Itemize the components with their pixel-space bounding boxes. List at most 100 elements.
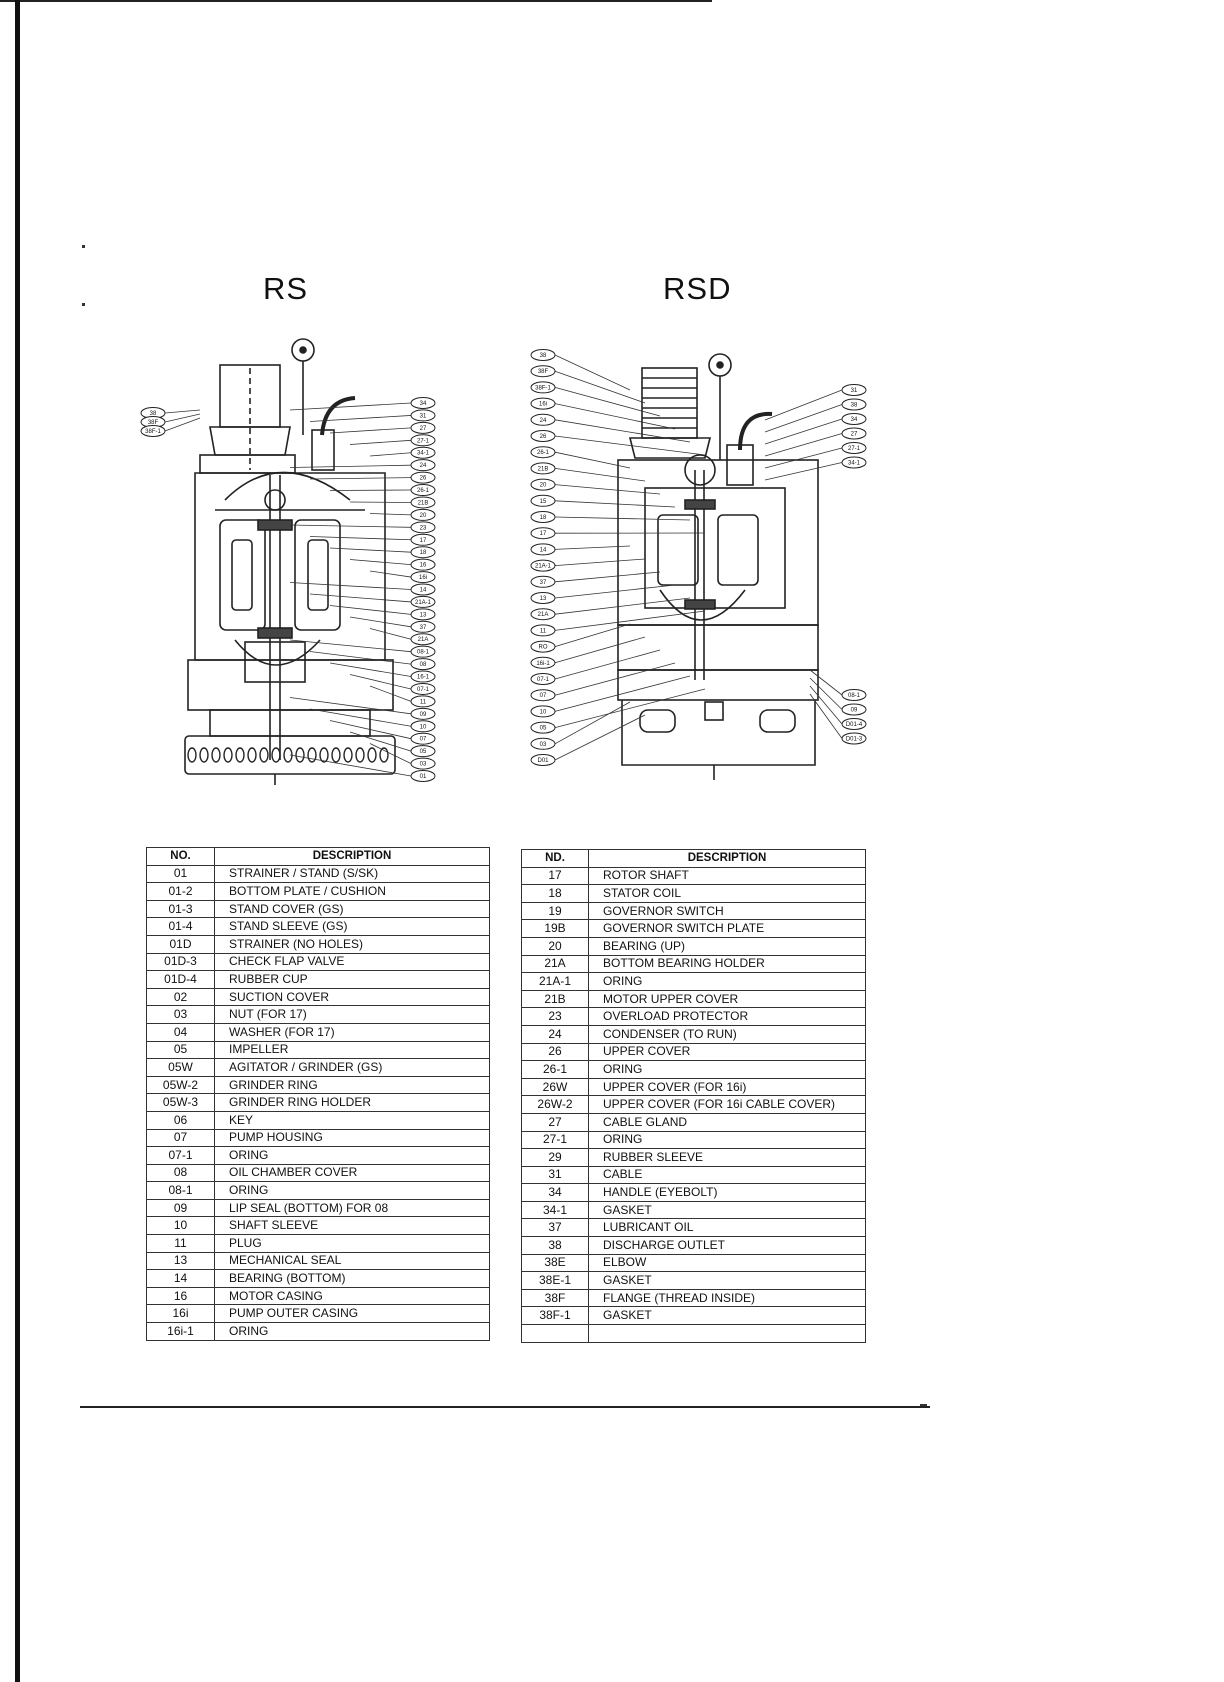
- callout-bubble: [530, 592, 556, 604]
- strainer-hole: [247, 747, 257, 763]
- callout-label: D01: [537, 758, 549, 764]
- callout-bubble: [530, 624, 556, 637]
- part-number-cell: 02: [146, 987, 215, 1007]
- part-description-cell: CHECK FLAP VALVE: [214, 952, 490, 972]
- callout-label: 13: [540, 596, 547, 602]
- part-description-cell: GRINDER RING: [214, 1075, 490, 1095]
- callout-label: 38: [540, 353, 547, 359]
- callout-label: 21B: [418, 500, 429, 506]
- callout-label: D01-4: [846, 722, 863, 728]
- callout-label: 17: [420, 538, 427, 544]
- leader-line: [309, 477, 412, 480]
- part-description-cell: STRAINER (NO HOLES): [214, 934, 490, 954]
- part-number-cell: 01D: [146, 934, 215, 954]
- part-description-cell: STRAINER / STAND (S/SK): [214, 864, 490, 884]
- part-description-cell: BEARING (UP): [588, 936, 866, 956]
- part-description-cell: UPPER COVER (FOR 16i CABLE COVER): [588, 1095, 866, 1114]
- callout-bubble: [410, 459, 436, 472]
- part-number-cell: 01D-3: [146, 952, 215, 972]
- part-description-cell: ELBOW: [588, 1253, 866, 1273]
- leader-line: [554, 545, 631, 550]
- leader-line: [554, 701, 631, 745]
- callout-label: 13: [420, 612, 427, 618]
- part-number-cell: 26-1: [521, 1060, 589, 1079]
- leader-line: [349, 731, 412, 752]
- leader-line: [554, 370, 646, 404]
- leader-line: [764, 462, 843, 481]
- part-number-cell: 05W-3: [146, 1093, 215, 1112]
- leader-line: [554, 636, 646, 664]
- callout-bubble: [410, 757, 436, 770]
- part-number-cell: 08-1: [146, 1181, 215, 1200]
- callout-bubble: [530, 527, 556, 540]
- callout-label: 08-1: [417, 650, 430, 656]
- strainer-hole: [379, 747, 389, 763]
- part-number-cell: 03: [146, 1005, 215, 1024]
- part-description-cell: ORING: [588, 1060, 866, 1079]
- part-number-cell: 37: [521, 1218, 589, 1238]
- leader-line: [289, 524, 412, 528]
- leader-line: [554, 558, 646, 566]
- strainer-hole: [223, 747, 233, 763]
- callout-label: 26-1: [537, 450, 550, 456]
- callout-bubble: [410, 571, 436, 584]
- callout-bubble: [530, 494, 556, 507]
- callout-label: 07: [420, 737, 427, 743]
- callout-label: 09: [420, 712, 427, 718]
- callout-bubble: [530, 608, 556, 621]
- callout-bubble: [530, 640, 556, 653]
- part-number-cell: 20: [521, 936, 589, 956]
- callout-label: 27: [420, 426, 427, 432]
- callout-bubble: [530, 721, 556, 734]
- part-description-cell: PLUG: [214, 1234, 490, 1253]
- part-description-cell: BOTTOM PLATE / CUSHION: [214, 882, 490, 901]
- scan-binding-edge: [15, 0, 20, 1682]
- leader-line: [554, 419, 691, 443]
- part-number-cell: 11: [146, 1234, 215, 1253]
- callout-bubble: [410, 434, 436, 447]
- strainer-hole: [271, 747, 281, 763]
- callout-bubble: [410, 546, 436, 559]
- part-description-cell: PUMP OUTER CASING: [214, 1304, 490, 1324]
- callout-bubble: [410, 658, 436, 671]
- part-number-cell: 14: [146, 1269, 215, 1288]
- leader-line: [554, 468, 646, 482]
- callout-label: 26-1: [417, 488, 430, 494]
- leader-line: [349, 674, 412, 690]
- strainer-hole: [199, 747, 209, 763]
- leader-line: [554, 623, 631, 647]
- leader-line: [289, 697, 412, 715]
- part-description-cell: ORING: [588, 972, 866, 991]
- callout-label: 03: [420, 762, 427, 768]
- part-number-cell: 38E: [521, 1253, 589, 1273]
- part-number-cell: 38: [521, 1236, 589, 1255]
- callout-bubble: [410, 471, 436, 484]
- part-description-cell: MOTOR UPPER COVER: [588, 989, 866, 1009]
- leader-line: [554, 662, 676, 696]
- leader-line: [369, 685, 412, 702]
- part-number-cell: 18: [521, 884, 589, 903]
- leader-line: [289, 754, 412, 777]
- callout-label: 34: [851, 417, 858, 423]
- callout-bubble: [530, 430, 556, 442]
- leader-line: [289, 639, 412, 653]
- callout-label: 38F: [538, 369, 549, 375]
- part-number-cell: 05W-2: [146, 1075, 215, 1095]
- leader-line: [164, 417, 201, 432]
- callout-label: 37: [540, 580, 547, 586]
- leader-line: [554, 403, 676, 430]
- callout-bubble: [841, 427, 867, 440]
